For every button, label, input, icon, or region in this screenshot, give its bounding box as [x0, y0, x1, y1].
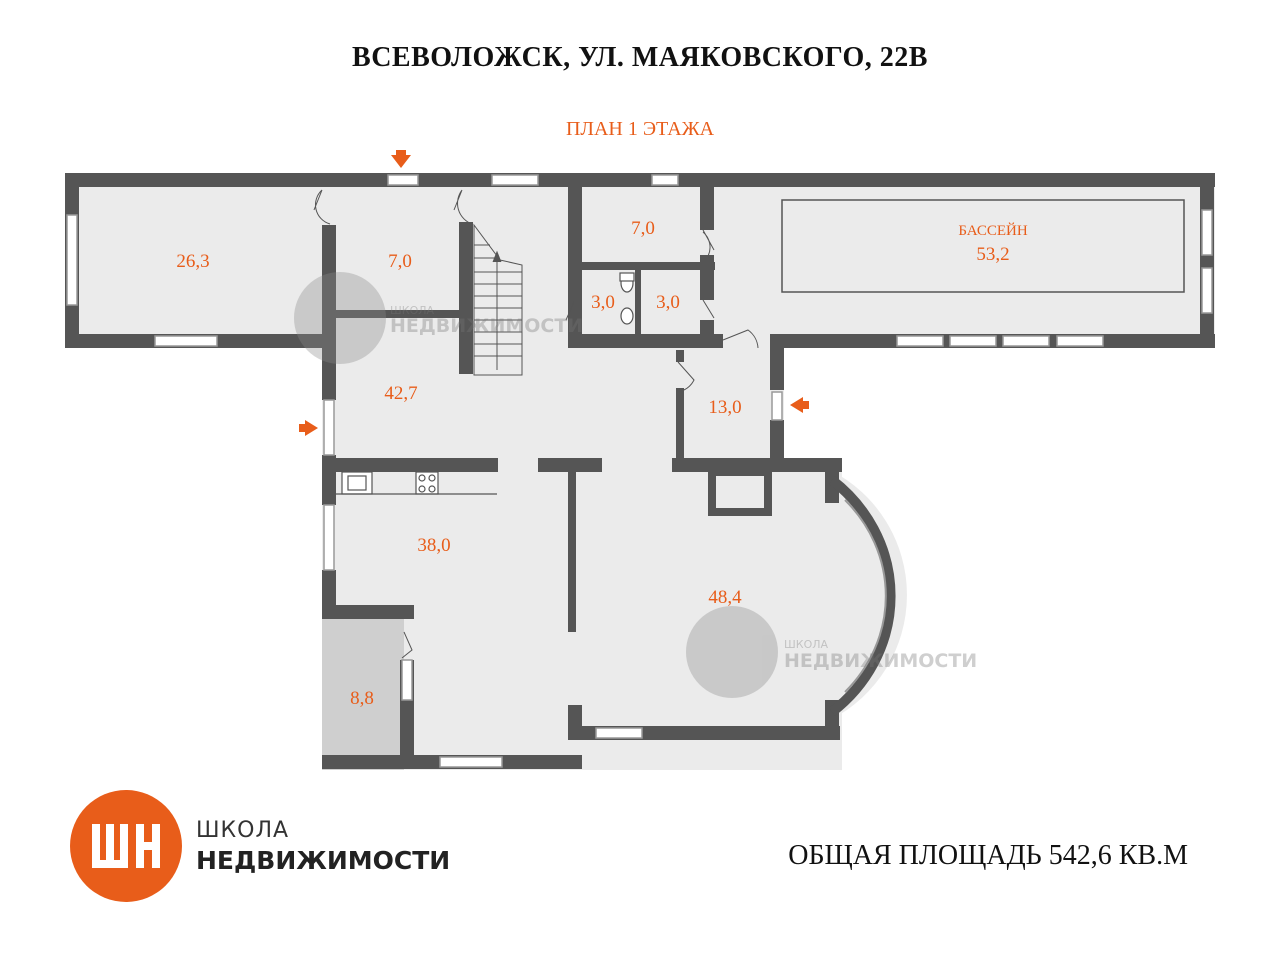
svg-text:НЕДВИЖИМОСТИ: НЕДВИЖИМОСТИ [390, 315, 583, 337]
watermark-2: ШКОЛА НЕДВИЖИМОСТИ [686, 606, 977, 698]
room-area-4: 3,0 [591, 292, 615, 313]
pool [781, 199, 1185, 293]
room-area-10: 8,8 [350, 688, 374, 709]
total-area: ОБЩАЯ ПЛОЩАДЬ 542,6 КВ.М [788, 840, 1188, 871]
watermark-1: ШКОЛА НЕДВИЖИМОСТИ [294, 272, 583, 364]
floor-label: ПЛАН 1 ЭТАЖА [565, 118, 715, 140]
room-labels: 26,3 7,0 7,0 3,0 3,0 БАССЕЙН 53,2 42,7 1… [176, 218, 1027, 709]
room-area-2: 7,0 [388, 251, 412, 272]
logo-text-top: ШКОЛА [196, 818, 290, 843]
room-area-3: 7,0 [631, 218, 655, 239]
staircase [473, 223, 523, 376]
logo-text-bottom: НЕДВИЖИМОСТИ [196, 846, 451, 875]
door-swings [313, 189, 759, 659]
entry-arrows [299, 150, 809, 436]
svg-text:ШКОЛА: ШКОЛА [390, 304, 435, 317]
brand-logo: ШКОЛА НЕДВИЖИМОСТИ [70, 790, 450, 902]
svg-text:ШКОЛА: ШКОЛА [784, 638, 829, 651]
room-area-5: 3,0 [656, 292, 680, 313]
entry-arrow-top [391, 155, 411, 168]
room-area-6: 42,7 [384, 383, 417, 404]
room-area-1: 26,3 [176, 251, 209, 272]
pool-area: 53,2 [976, 244, 1009, 265]
plan-title: ВСЕВОЛОЖСК, УЛ. МАЯКОВСКОГО, 22В [352, 42, 928, 73]
svg-text:НЕДВИЖИМОСТИ: НЕДВИЖИМОСТИ [784, 650, 977, 672]
bay-window [828, 476, 896, 716]
entry-arrow-right [790, 397, 803, 413]
pool-label: БАССЕЙН [958, 222, 1028, 239]
logo-icon [70, 790, 182, 902]
entry-arrow-left [305, 420, 318, 436]
fixtures [336, 272, 635, 495]
balcony-fill [322, 610, 404, 770]
room-area-7: 13,0 [708, 397, 741, 418]
room-area-9: 48,4 [708, 587, 742, 608]
windows [66, 174, 1213, 768]
room-area-8: 38,0 [417, 535, 450, 556]
